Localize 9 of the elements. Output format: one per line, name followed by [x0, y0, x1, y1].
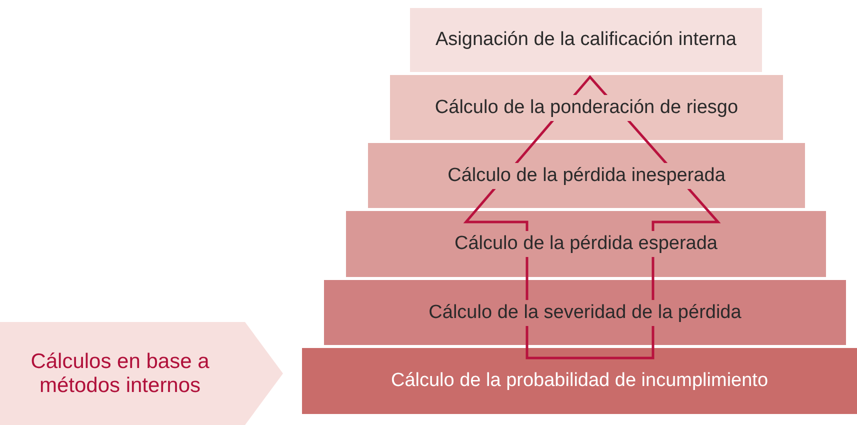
pyramid-step [368, 143, 805, 208]
block-arrow [463, 75, 721, 360]
chevron-shape [0, 322, 283, 425]
pyramid-step [410, 8, 762, 72]
pyramid-step [324, 280, 846, 345]
chevron-label: Cálculos en base a métodos internos [30, 350, 210, 398]
pyramid-step [302, 348, 857, 414]
pyramid-step [390, 75, 783, 140]
pyramid-step [346, 211, 826, 277]
